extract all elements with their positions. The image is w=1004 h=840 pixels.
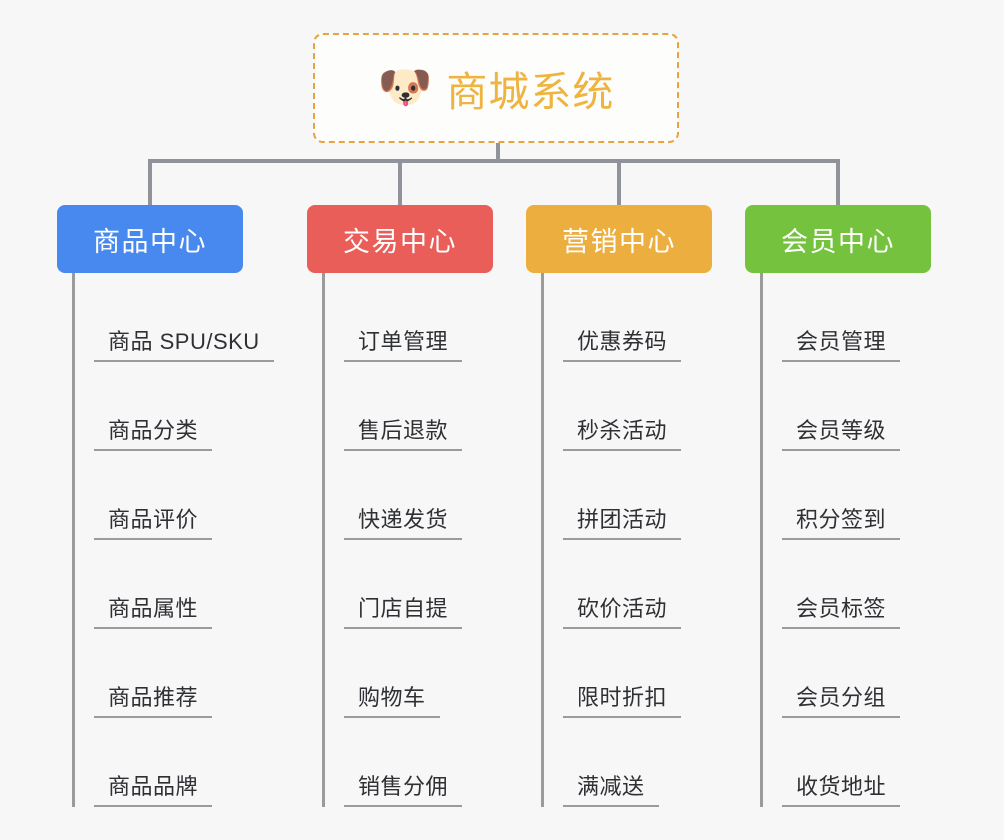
leaf-item[interactable]: 砍价活动	[541, 540, 747, 629]
leaf-label: 满减送	[577, 774, 645, 799]
leaf-label: 商品推荐	[108, 685, 199, 710]
leaf-underline: 会员分组	[782, 680, 901, 718]
leaf-item[interactable]: 商品评价	[72, 451, 278, 540]
leaf-item[interactable]: 商品属性	[72, 540, 278, 629]
leaf-underline: 优惠券码	[563, 324, 682, 362]
leaf-column-1: 商品 SPU/SKU 商品分类商品评价商品属性商品推荐商品品牌	[72, 273, 278, 807]
leaf-item[interactable]: 商品 SPU/SKU	[72, 273, 278, 362]
connector-horizontal-bus	[148, 159, 840, 163]
leaf-label: 商品 SPU/SKU	[108, 329, 260, 354]
category-label: 交易中心	[343, 226, 457, 257]
leaf-underline: 商品品牌	[94, 769, 213, 807]
leaf-underline: 满减送	[563, 769, 659, 807]
leaf-item[interactable]: 商品分类	[72, 362, 278, 451]
leaf-item[interactable]: 快递发货	[322, 451, 528, 540]
leaf-item[interactable]: 购物车	[322, 629, 528, 718]
leaf-item[interactable]: 商品品牌	[72, 718, 278, 807]
leaf-underline: 商品推荐	[94, 680, 213, 718]
leaf-label: 商品评价	[108, 507, 199, 532]
leaf-label: 销售分佣	[358, 774, 449, 799]
category-label: 会员中心	[781, 226, 895, 257]
leaf-underline: 会员等级	[782, 413, 901, 451]
leaf-spine	[72, 273, 75, 807]
leaf-underline: 秒杀活动	[563, 413, 682, 451]
leaf-item[interactable]: 满减送	[541, 718, 747, 807]
leaf-item[interactable]: 会员标签	[760, 540, 966, 629]
category-box-2[interactable]: 交易中心	[307, 205, 493, 273]
leaf-label: 会员等级	[796, 418, 887, 443]
leaf-underline: 售后退款	[344, 413, 463, 451]
leaf-item[interactable]: 收货地址	[760, 718, 966, 807]
leaf-underline: 订单管理	[344, 324, 463, 362]
leaf-underline: 门店自提	[344, 591, 463, 629]
leaf-label: 商品属性	[108, 596, 199, 621]
leaf-underline: 商品属性	[94, 591, 213, 629]
leaf-underline: 商品评价	[94, 502, 213, 540]
leaf-label: 限时折扣	[577, 685, 668, 710]
leaf-label: 积分签到	[796, 507, 887, 532]
leaf-underline: 销售分佣	[344, 769, 463, 807]
leaf-column-2: 订单管理售后退款快递发货门店自提购物车销售分佣	[322, 273, 528, 807]
leaf-underline: 拼团活动	[563, 502, 682, 540]
leaf-label: 快递发货	[358, 507, 449, 532]
leaf-label: 收货地址	[796, 774, 887, 799]
leaf-underline: 会员标签	[782, 591, 901, 629]
root-node-shop-system[interactable]: 🐶 商城系统	[313, 33, 679, 143]
leaf-column-4: 会员管理会员等级积分签到会员标签会员分组收货地址	[760, 273, 966, 807]
leaf-label: 门店自提	[358, 596, 449, 621]
leaf-item[interactable]: 订单管理	[322, 273, 528, 362]
leaf-item[interactable]: 售后退款	[322, 362, 528, 451]
dog-face-icon: 🐶	[377, 63, 433, 112]
leaf-item[interactable]: 会员分组	[760, 629, 966, 718]
leaf-item[interactable]: 会员等级	[760, 362, 966, 451]
category-box-4[interactable]: 会员中心	[745, 205, 931, 273]
leaf-label: 会员管理	[796, 329, 887, 354]
leaf-underline: 收货地址	[782, 769, 901, 807]
leaf-spine	[322, 273, 325, 807]
connector-root-stem	[496, 143, 500, 163]
leaf-label: 秒杀活动	[577, 418, 668, 443]
connector-drop-4	[836, 159, 840, 207]
leaf-label: 订单管理	[358, 329, 449, 354]
leaf-item[interactable]: 积分签到	[760, 451, 966, 540]
connector-drop-3	[617, 159, 621, 207]
leaf-spine	[760, 273, 763, 807]
leaf-label: 商品品牌	[108, 774, 199, 799]
leaf-item[interactable]: 销售分佣	[322, 718, 528, 807]
category-box-3[interactable]: 营销中心	[526, 205, 712, 273]
leaf-label: 售后退款	[358, 418, 449, 443]
leaf-underline: 会员管理	[782, 324, 901, 362]
leaf-label: 会员分组	[796, 685, 887, 710]
leaf-label: 会员标签	[796, 596, 887, 621]
leaf-spine	[541, 273, 544, 807]
leaf-item[interactable]: 秒杀活动	[541, 362, 747, 451]
leaf-underline: 限时折扣	[563, 680, 682, 718]
connector-drop-1	[148, 159, 152, 207]
leaf-underline: 积分签到	[782, 502, 901, 540]
leaf-item[interactable]: 限时折扣	[541, 629, 747, 718]
leaf-underline: 商品 SPU/SKU	[94, 324, 274, 362]
connector-drop-2	[398, 159, 402, 207]
leaf-underline: 快递发货	[344, 502, 463, 540]
leaf-item[interactable]: 商品推荐	[72, 629, 278, 718]
leaf-column-3: 优惠券码秒杀活动拼团活动砍价活动限时折扣满减送	[541, 273, 747, 807]
leaf-label: 商品分类	[108, 418, 199, 443]
category-box-1[interactable]: 商品中心	[57, 205, 243, 273]
leaf-underline: 购物车	[344, 680, 440, 718]
leaf-item[interactable]: 门店自提	[322, 540, 528, 629]
leaf-underline: 商品分类	[94, 413, 213, 451]
leaf-underline: 砍价活动	[563, 591, 682, 629]
leaf-item[interactable]: 优惠券码	[541, 273, 747, 362]
leaf-item[interactable]: 拼团活动	[541, 451, 747, 540]
leaf-label: 拼团活动	[577, 507, 668, 532]
leaf-label: 优惠券码	[577, 329, 668, 354]
leaf-item[interactable]: 会员管理	[760, 273, 966, 362]
leaf-label: 购物车	[358, 685, 426, 710]
category-label: 商品中心	[93, 226, 207, 257]
leaf-label: 砍价活动	[577, 596, 668, 621]
category-label: 营销中心	[562, 226, 676, 257]
root-node-label: 商城系统	[446, 69, 615, 115]
